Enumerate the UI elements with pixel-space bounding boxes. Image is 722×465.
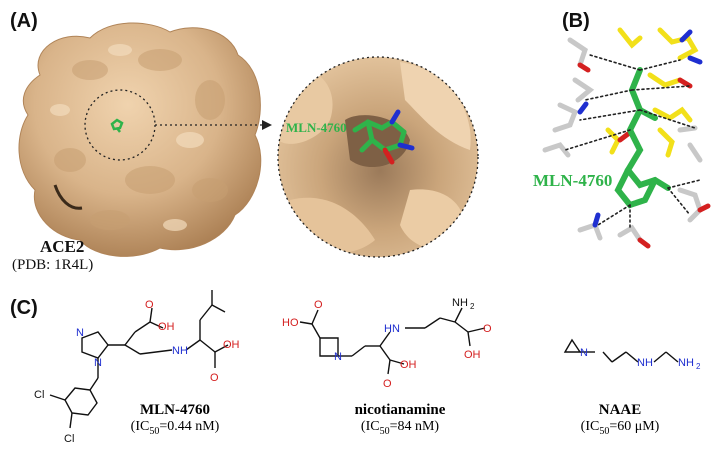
atom-oh-2: OH <box>223 339 240 351</box>
binding-site-sticks <box>542 27 711 249</box>
compound-nicotianamine: nicotianamine (IC50=84 nM) <box>330 402 470 437</box>
chemical-structures: OH O NH OH O N N Cl Cl HO O N H N OH O N… <box>34 290 701 445</box>
compound-name: NAAE <box>598 402 642 418</box>
atom-oh-3: OH <box>400 359 417 371</box>
compound-naae: NAAE (IC50=60 μM) <box>560 402 680 437</box>
compound-mln4760: MLN-4760 (IC50=0.44 nM) <box>115 402 235 437</box>
ace2-surface-render <box>18 22 711 258</box>
atom-oh-4: OH <box>464 349 481 361</box>
atom-nh2-2: NH <box>678 357 694 369</box>
atom-o-2: O <box>210 372 219 384</box>
atom-o-3: O <box>314 299 323 311</box>
panel-a-label: (A) <box>10 10 38 32</box>
ligand-sticks-zoom <box>352 109 415 165</box>
zoom-view <box>278 57 478 257</box>
atom-nh2-1-sub: 2 <box>470 302 475 311</box>
panel-b-label: (B) <box>562 10 590 32</box>
compound-ic50: (IC50=60 μM) <box>580 419 660 437</box>
atom-oh-1: OH <box>158 321 175 333</box>
atom-nh-1: NH <box>172 345 188 357</box>
atom-o-5: O <box>483 323 492 335</box>
panel-c-label: (C) <box>10 297 38 319</box>
atom-h-1: H <box>384 323 392 335</box>
zoom-ligand-label: MLN-4760 <box>286 120 347 135</box>
atom-n-1: N <box>76 327 84 339</box>
atom-o-4: O <box>383 378 392 390</box>
atom-o-1: O <box>145 299 154 311</box>
atom-nh2-1: NH <box>452 297 468 309</box>
atom-n-2: N <box>94 357 102 369</box>
binding-ligand-label: MLN-4760 <box>533 171 613 190</box>
compound-name: MLN-4760 <box>140 402 210 418</box>
atom-cl-1: Cl <box>34 389 44 401</box>
compound-name: nicotianamine <box>354 402 446 418</box>
surface-texture <box>54 49 228 230</box>
atom-cl-2: Cl <box>64 433 74 445</box>
atom-nh-2: NH <box>637 357 653 369</box>
atom-n-4: N <box>392 323 400 335</box>
protein-name: ACE2 <box>40 237 85 256</box>
compound-ic50: (IC50=0.44 nM) <box>130 419 220 437</box>
atom-n-5: N <box>580 347 588 359</box>
atom-nh2-2-sub: 2 <box>696 362 701 371</box>
compound-ic50: (IC50=84 nM) <box>360 419 440 437</box>
ligand-small-icon <box>110 118 124 133</box>
atom-ho-1: HO <box>282 317 299 329</box>
atom-n-3: N <box>334 351 342 363</box>
pdb-id: (PDB: 1R4L) <box>12 257 94 273</box>
